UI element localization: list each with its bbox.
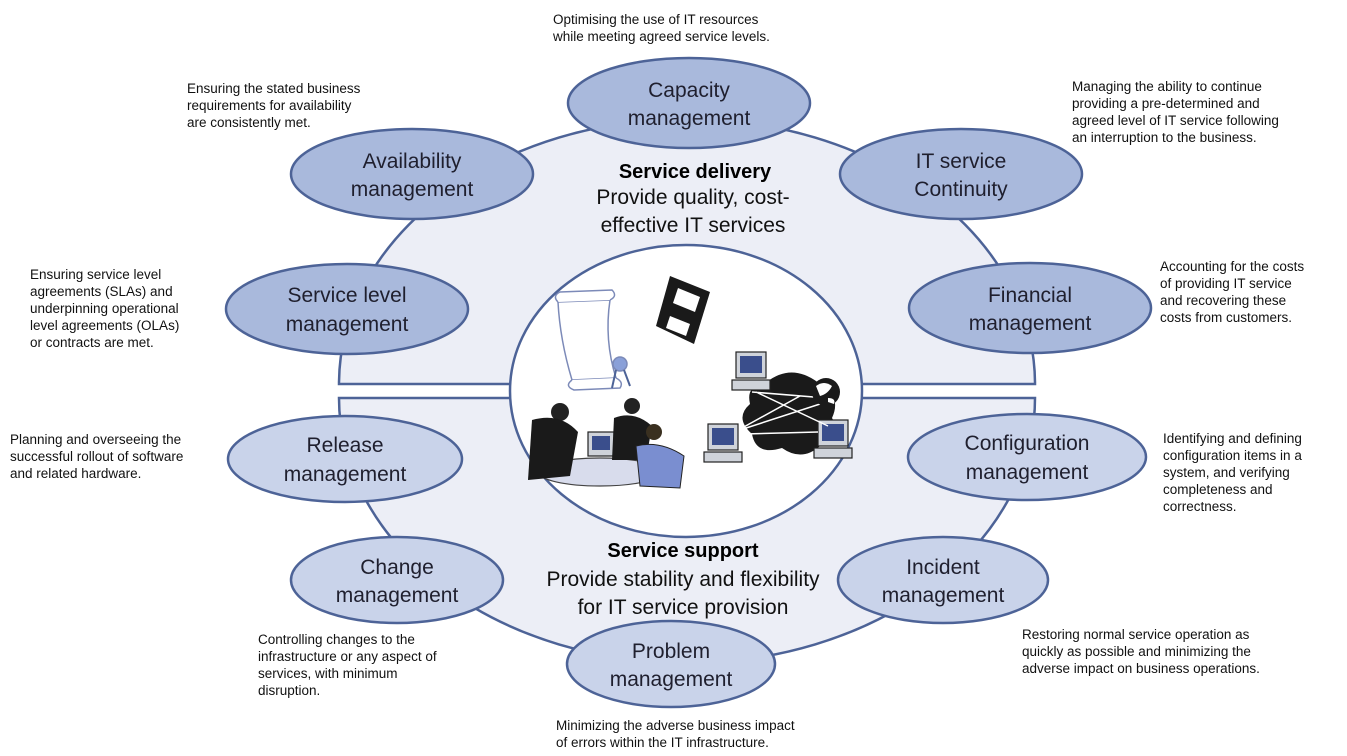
business-meeting-icon	[528, 398, 685, 489]
service-level-management-node[interactable]: Service level management	[224, 262, 470, 356]
service-level-description: Ensuring service level agreements (SLAs)…	[30, 267, 180, 350]
change-label-1: Change	[360, 556, 434, 579]
capacity-description: Optimising the use of IT resources while…	[553, 12, 770, 44]
service-support-title: Service support	[607, 540, 759, 562]
continuity-label-2: Continuity	[914, 178, 1008, 201]
financial-management-node[interactable]: Financial management	[907, 261, 1153, 355]
change-label-2: management	[336, 584, 459, 607]
availability-management-node[interactable]: Availability management	[289, 127, 535, 221]
it-service-continuity-node[interactable]: IT service Continuity	[838, 127, 1084, 221]
incident-label-2: management	[882, 584, 1005, 607]
problem-description: Minimizing the adverse business impact o…	[556, 718, 795, 750]
continuity-label-1: IT service	[916, 150, 1007, 173]
configuration-description: Identifying and defining configuration i…	[1163, 431, 1302, 514]
availability-description: Ensuring the stated business requirement…	[187, 81, 361, 130]
problem-management-node[interactable]: Problem management	[565, 619, 777, 709]
release-label-2: management	[284, 463, 407, 486]
globe-icon	[812, 378, 840, 406]
service-delivery-title: Service delivery	[619, 161, 772, 183]
incident-label-1: Incident	[906, 556, 980, 579]
release-description: Planning and overseeing the successful r…	[10, 432, 184, 481]
incident-description: Restoring normal service operation as qu…	[1022, 627, 1260, 676]
problem-label-1: Problem	[632, 640, 710, 663]
certificate-scroll-icon	[554, 289, 631, 391]
service-level-label-2: management	[286, 313, 409, 336]
financial-description: Accounting for the costs of providing IT…	[1160, 259, 1305, 325]
availability-label-2: management	[351, 178, 474, 201]
configuration-management-node[interactable]: Configuration management	[906, 412, 1148, 502]
financial-label-2: management	[969, 312, 1092, 335]
change-description: Controlling changes to the infrastructur…	[258, 632, 437, 698]
release-label-1: Release	[306, 434, 383, 457]
release-management-node[interactable]: Release management	[226, 414, 464, 504]
configuration-label-1: Configuration	[965, 432, 1090, 455]
service-delivery-subtitle-1: Provide quality, cost-	[596, 186, 789, 209]
capacity-label-2: management	[628, 107, 751, 130]
service-support-subtitle-2: for IT service provision	[578, 596, 789, 619]
continuity-description: Managing the ability to continue providi…	[1072, 79, 1279, 145]
incident-management-node[interactable]: Incident management	[836, 535, 1050, 625]
configuration-label-2: management	[966, 461, 1089, 484]
service-delivery-subtitle-2: effective IT services	[601, 214, 786, 237]
capacity-management-node[interactable]: Capacity management	[566, 56, 812, 150]
problem-label-2: management	[610, 668, 733, 691]
financial-label-1: Financial	[988, 284, 1072, 307]
availability-label-1: Availability	[363, 150, 462, 173]
floppy-disk-icon	[656, 276, 710, 344]
service-support-subtitle-1: Provide stability and flexibility	[546, 568, 820, 591]
capacity-label-1: Capacity	[648, 79, 730, 102]
change-management-node[interactable]: Change management	[289, 535, 505, 625]
service-level-label-1: Service level	[287, 284, 406, 307]
